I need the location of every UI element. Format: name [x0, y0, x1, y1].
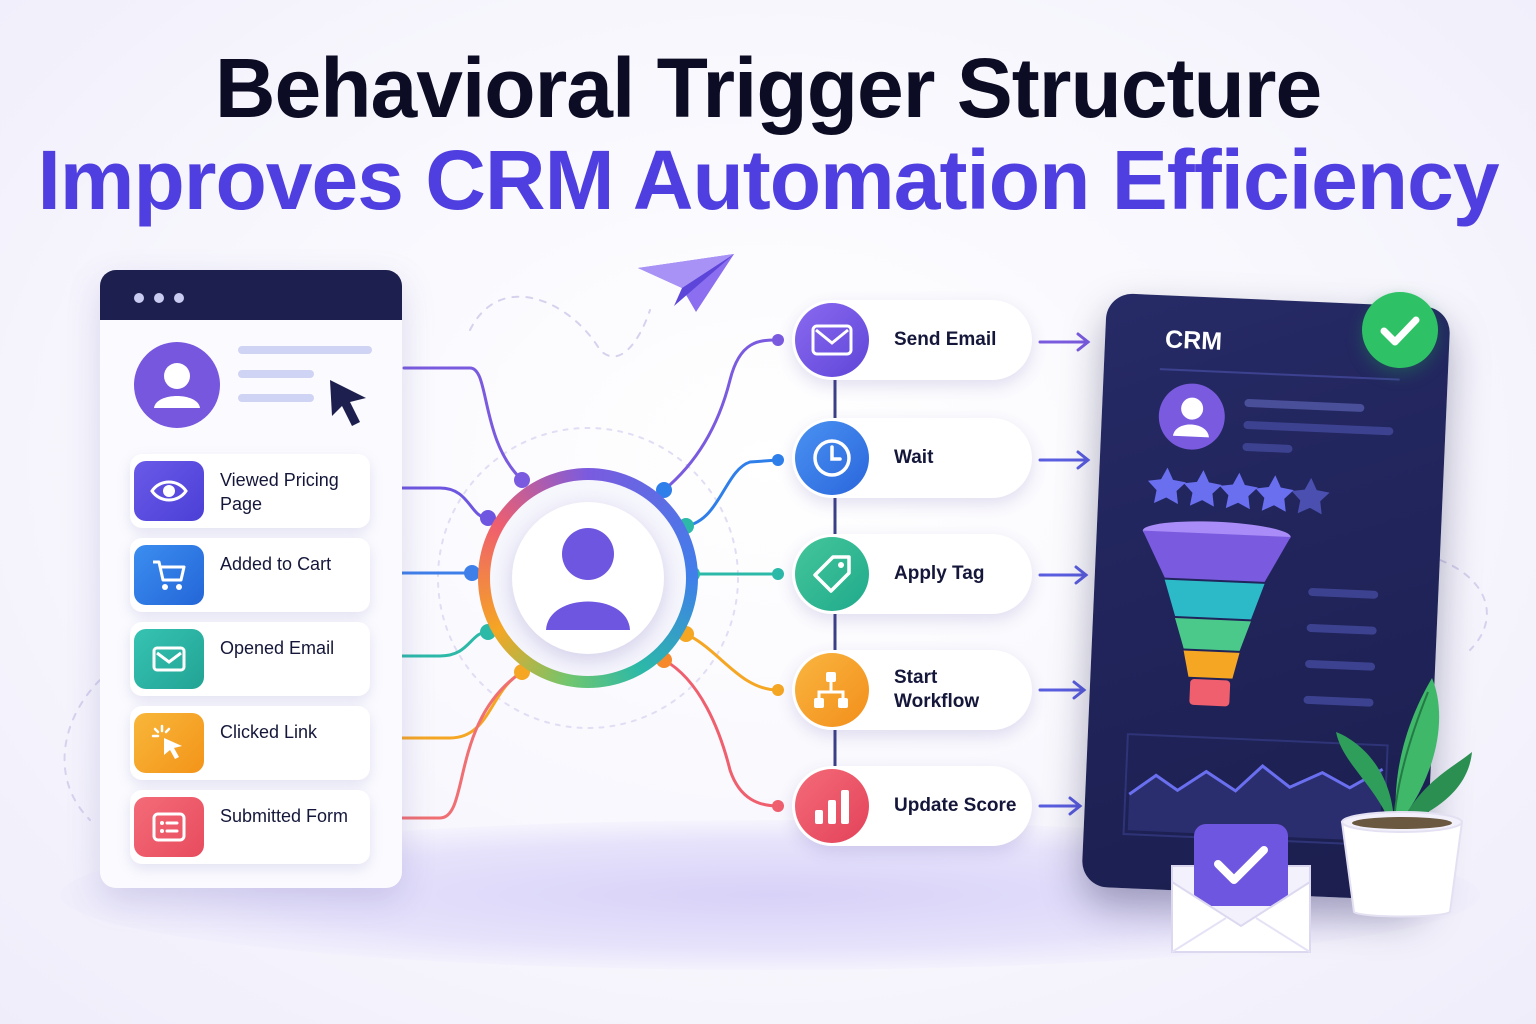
trigger-label: Clicked Link: [220, 722, 318, 742]
action-start-workflow[interactable]: Start Workflow: [792, 650, 1032, 730]
crm-dashboard: [1122, 368, 1400, 847]
user-avatar-icon: [134, 342, 220, 428]
arrow-5: [1038, 796, 1083, 816]
mail-icon: [795, 303, 869, 377]
dashed-arc-top: [469, 295, 651, 358]
trigger-viewed-pricing-page[interactable]: Viewed Pricing Page: [130, 454, 370, 528]
dashed-ring: [437, 427, 739, 729]
hub-dot-1: [514, 472, 530, 488]
arrow-4: [1038, 680, 1087, 700]
workflow-icon: [795, 653, 869, 727]
arrow-1: [1038, 332, 1091, 352]
wire-action-5: [662, 658, 780, 808]
form-icon: [134, 797, 204, 857]
action-dot-5: [772, 800, 784, 812]
envelope-check-icon: [1171, 824, 1311, 953]
browser-titlebar: [100, 270, 402, 320]
cursor-icon: [330, 380, 366, 426]
trigger-opened-email[interactable]: Opened Email: [130, 622, 370, 696]
line-chart-icon: [1122, 733, 1389, 847]
action-dot-4: [772, 684, 784, 696]
action-label: Apply Tag: [894, 563, 985, 584]
clock-icon: [795, 421, 869, 495]
action-apply-tag[interactable]: Apply Tag: [792, 534, 1032, 614]
click-icon: [134, 713, 204, 773]
text-line: [238, 370, 314, 378]
hub-dot-3: [464, 565, 480, 581]
trigger-label: Viewed Pricing Page: [220, 470, 339, 514]
crm-device: CRM: [1081, 292, 1451, 902]
title-line-2: Improves CRM Automation Efficiency: [37, 133, 1499, 227]
action-update-score[interactable]: Update Score: [792, 766, 1032, 846]
crm-contact-avatar-icon: [1158, 383, 1225, 450]
action-dot-2: [772, 454, 784, 466]
action-dot-3: [772, 568, 784, 580]
user-activity-panel: Viewed Pricing Page Added to Cart Opened…: [100, 270, 402, 888]
action-label: Update Score: [894, 795, 1017, 816]
success-check-icon: [1362, 292, 1438, 368]
action-label: Start Workflow: [894, 667, 980, 712]
plant-icon: [1336, 678, 1472, 918]
arrow-3: [1038, 565, 1089, 585]
eye-icon: [134, 461, 204, 521]
action-label: Wait: [894, 447, 934, 468]
bar-chart-icon: [795, 769, 869, 843]
wire-action-4: [684, 632, 780, 692]
dashed-arc-right: [1439, 559, 1488, 651]
wire-panel-top: [402, 366, 524, 482]
tag-icon: [795, 537, 869, 611]
text-line: [238, 346, 372, 354]
window-dot: [174, 293, 184, 303]
action-label: Send Email: [894, 329, 997, 350]
paper-plane-icon: [638, 254, 734, 312]
person-icon: [546, 528, 630, 630]
trigger-added-to-cart[interactable]: Added to Cart: [130, 538, 370, 612]
action-dot-1: [772, 334, 784, 346]
wire-trigger-5: [370, 670, 524, 820]
dashed-arc-left: [63, 679, 101, 821]
wire-action-2: [684, 458, 780, 528]
arrow-2: [1038, 450, 1091, 470]
trigger-label: Opened Email: [220, 638, 335, 658]
trigger-label: Submitted Form: [220, 806, 349, 826]
wire-action-1: [662, 338, 780, 492]
title-line-1: Behavioral Trigger Structure: [214, 41, 1322, 135]
funnel-icon: [1142, 521, 1291, 707]
trigger-label: Added to Cart: [220, 554, 332, 574]
cart-icon: [134, 545, 204, 605]
trigger-submitted-form[interactable]: Submitted Form: [130, 790, 370, 864]
trigger-clicked-link[interactable]: Clicked Link: [130, 706, 370, 780]
action-send-email[interactable]: Send Email: [792, 300, 1032, 380]
window-dot: [134, 293, 144, 303]
rating-stars-icon: [1147, 467, 1330, 515]
mail-open-icon: [134, 629, 204, 689]
action-wait[interactable]: Wait: [792, 418, 1032, 498]
window-dot: [154, 293, 164, 303]
text-line: [238, 394, 314, 402]
